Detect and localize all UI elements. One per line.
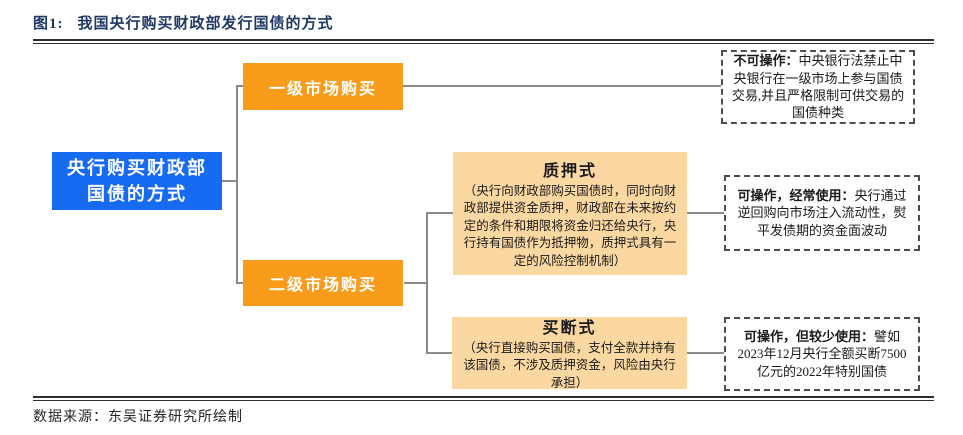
note-lead: 可操作，经常使用： <box>737 188 855 204</box>
figure-title: 我国央行购买财政部发行国债的方式 <box>77 16 334 32</box>
connector-line <box>426 212 428 354</box>
data-source: 数据来源：东吴证券研究所绘制 <box>33 410 243 425</box>
note-not-operable: 不可操作：中央银行法禁止中央银行在一级市场上参与国债交易,并且严格限制可供交易的… <box>721 50 915 124</box>
connector-line <box>222 180 237 182</box>
method-description: （央行直接购买国债，支付全款并持有该国债，不涉及质押资金，风险由央行承担） <box>463 340 676 390</box>
connector-line <box>403 85 721 87</box>
connector-line <box>236 85 238 284</box>
footer-rule <box>33 396 934 401</box>
branch-label: 一级市场购买 <box>268 80 377 98</box>
method-title: 买断式 <box>542 319 597 337</box>
note-body: 央行通过逆回购向市场注入流动性，熨平发债期的资金面波动 <box>737 188 907 238</box>
note-body: 譬如2023年12月央行全额买断7500亿元的2022年特别国债 <box>737 329 907 379</box>
root-label-line1: 央行购买财政部 <box>67 157 207 178</box>
branch-label: 二级市场购买 <box>268 277 377 294</box>
note-lead: 不可操作： <box>733 53 799 69</box>
node-root-cb-purchase-method: 央行购买财政部 国债的方式 <box>52 152 222 210</box>
connector-line <box>236 282 243 284</box>
connector-line <box>426 352 452 354</box>
connector-line <box>687 352 724 354</box>
note-body: 中央银行法禁止中央银行在一级市场上参与国债交易,并且严格限制可供交易的国债种类 <box>731 53 905 121</box>
node-primary-market: 一级市场购买 <box>243 63 403 110</box>
note-lead: 可操作，但较少使用： <box>743 329 874 345</box>
connector-line <box>236 85 243 87</box>
node-pledged-method: 质押式 （央行向财政部购买国债时，同时向财政部提供资金质押，财政部在未来按约定的… <box>453 152 687 275</box>
method-description: （央行向财政部购买国债时，同时向财政部提供资金质押，财政部在未来按约定的条件和期… <box>463 183 677 268</box>
note-operable-rare: 可操作，但较少使用：譬如2023年12月央行全额买断7500亿元的2022年特别… <box>724 317 920 391</box>
connector-line <box>404 282 428 284</box>
connector-line <box>687 212 724 214</box>
root-label-line2: 国债的方式 <box>87 184 187 204</box>
method-title: 质押式 <box>542 162 597 180</box>
node-outright-method: 买断式 （央行直接购买国债，支付全款并持有该国债，不涉及质押资金，风险由央行承担… <box>452 317 687 390</box>
note-operable-frequent: 可操作，经常使用：央行通过逆回购向市场注入流动性，熨平发债期的资金面波动 <box>724 175 920 251</box>
figure-label: 图1: <box>33 16 64 32</box>
header-rule <box>33 39 934 44</box>
connector-line <box>426 212 453 214</box>
figure-header: 图1: 我国央行购买财政部发行国债的方式 <box>33 12 934 33</box>
node-secondary-market: 二级市场购买 <box>243 260 403 306</box>
